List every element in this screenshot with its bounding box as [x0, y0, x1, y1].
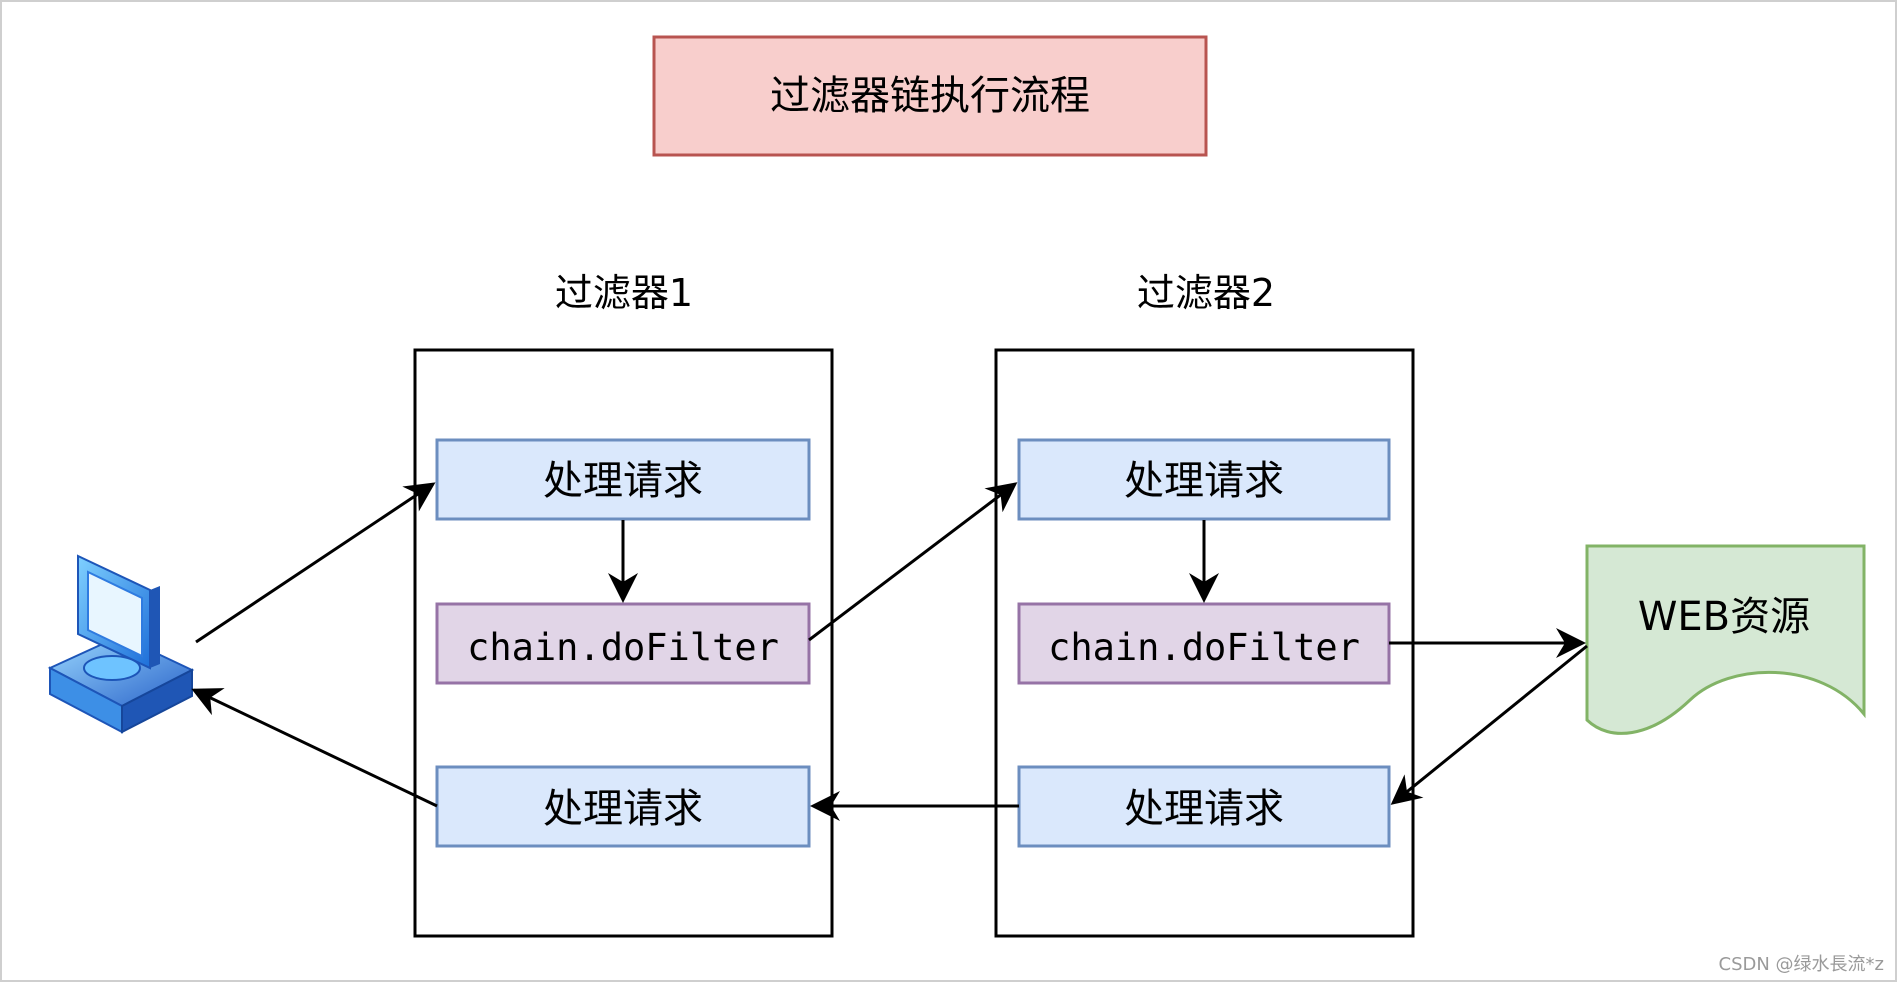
- filter1-top-process-box: 处理请求: [435, 438, 811, 521]
- computer-icon: [47, 554, 195, 734]
- title-box: 过滤器链执行流程: [652, 35, 1208, 157]
- filter1-chain-label: chain.doFilter: [467, 626, 779, 669]
- filter2-bottom-process-box: 处理请求: [1017, 765, 1391, 848]
- filter1-bottom-process-label: 处理请求: [543, 786, 703, 832]
- filter2-top-process-label: 处理请求: [1124, 458, 1284, 504]
- title-box-shape: [652, 35, 1208, 157]
- filter1-label: 过滤器1: [555, 271, 693, 315]
- arrow-client-to-filter1: [195, 482, 436, 644]
- arrow-web-to-filter2: [1390, 644, 1588, 805]
- web-resource-document: WEB资源: [1585, 544, 1866, 735]
- filter2-label: 过滤器2: [1137, 271, 1275, 315]
- filter2-top-process-box: 处理请求: [1017, 438, 1391, 521]
- diagram-title: 过滤器链执行流程: [770, 73, 1090, 119]
- web-resource-label: WEB资源: [1638, 594, 1810, 640]
- filter1-chain-box: chain.doFilter: [435, 602, 811, 685]
- filter1-top-process-label: 处理请求: [543, 458, 703, 504]
- filter2-bottom-process-label: 处理请求: [1124, 786, 1284, 832]
- watermark: CSDN @绿水長流*z: [1719, 954, 1885, 975]
- arrow-filter1-to-client: [191, 688, 438, 808]
- filter2-chain-label: chain.doFilter: [1048, 626, 1360, 669]
- filter1-bottom-process-box: 处理请求: [435, 765, 811, 848]
- arrow-filter1-to-filter2: [808, 482, 1018, 642]
- filter2-chain-box: chain.doFilter: [1017, 602, 1391, 685]
